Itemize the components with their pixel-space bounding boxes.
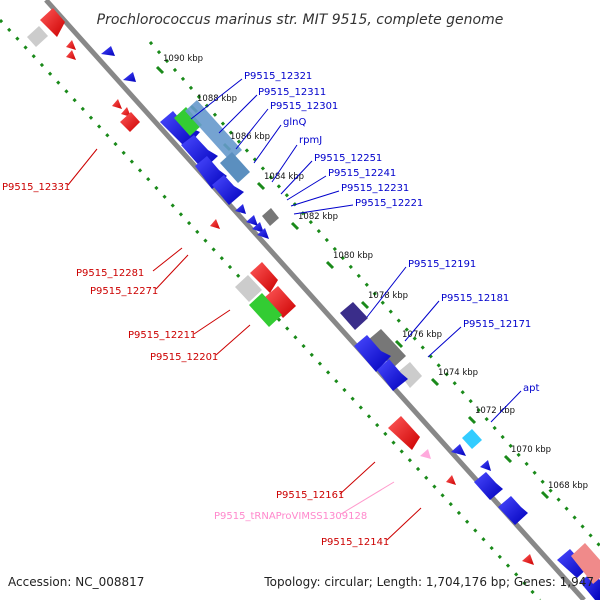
forward-features — [101, 46, 600, 600]
gene-label[interactable]: P9515_12231 — [341, 183, 409, 194]
gene-label[interactable]: P9515_12301 — [270, 101, 338, 112]
gene-arrow[interactable] — [235, 204, 246, 214]
gene-arrow[interactable] — [354, 335, 391, 372]
gene-box[interactable] — [220, 152, 250, 183]
tick-label: 1082 kbp — [298, 212, 338, 222]
tick-mark — [430, 377, 440, 387]
gene-box[interactable] — [27, 26, 48, 47]
gene-arrow[interactable] — [265, 286, 296, 318]
tick-mark — [290, 221, 300, 231]
reverse-features — [27, 8, 534, 565]
gene-box[interactable] — [340, 302, 368, 330]
gene-arrow[interactable] — [498, 496, 528, 525]
gene-arrow[interactable] — [212, 175, 244, 205]
tick-mark — [155, 65, 165, 75]
gene-label[interactable]: P9515_12311 — [258, 87, 326, 98]
backbone-line — [44, 0, 586, 600]
reverse-leaders — [67, 148, 422, 541]
gene-arrow[interactable] — [257, 228, 269, 239]
trna-label[interactable]: P9515_tRNAProVIMSS1309128 — [214, 511, 367, 522]
tick-label: 1078 kbp — [368, 291, 408, 301]
gene-arrow[interactable] — [120, 112, 140, 132]
gene-box[interactable] — [571, 543, 600, 584]
tick-mark — [540, 490, 550, 500]
tick-mark — [394, 339, 404, 349]
topology-text: Topology: circular; Length: 1,704,176 bp… — [263, 575, 594, 589]
gene-label[interactable]: P9515_12211 — [128, 330, 196, 341]
map-title: Prochlorococcus marinus str. MIT 9515, c… — [97, 12, 504, 28]
gene-label[interactable]: P9515_12201 — [150, 352, 218, 363]
tick-label: 1084 kbp — [264, 172, 304, 182]
tick-mark — [256, 181, 266, 191]
gene-label[interactable]: P9515_12241 — [328, 168, 396, 179]
gene-box[interactable] — [185, 100, 242, 161]
gene-label[interactable]: P9515_12141 — [321, 537, 389, 548]
trna-leader — [340, 481, 395, 515]
gene-label[interactable]: P9515_12221 — [355, 198, 423, 209]
gene-arrow[interactable] — [451, 444, 466, 456]
gene-arrow[interactable] — [210, 219, 220, 229]
gene-arrow[interactable] — [250, 262, 278, 293]
tick-label: 1076 kbp — [402, 330, 442, 340]
tick-label: 1072 kbp — [475, 406, 515, 416]
gene-box[interactable] — [368, 329, 406, 368]
gene-box[interactable] — [462, 429, 482, 449]
gene-label[interactable]: P9515_12181 — [441, 293, 509, 304]
gene-arrow[interactable] — [388, 416, 420, 450]
tick-mark — [325, 260, 335, 270]
tick-label: 1090 kbp — [163, 54, 203, 64]
gene-arrow[interactable] — [446, 475, 456, 485]
tick-mark — [503, 454, 513, 464]
gene-arrow[interactable] — [252, 222, 264, 233]
tick-label: 1074 kbp — [438, 368, 478, 378]
gene-box[interactable] — [235, 275, 262, 302]
gene-box[interactable] — [398, 362, 422, 388]
gene-label[interactable]: P9515_12191 — [408, 259, 476, 270]
gene-arrow[interactable] — [101, 46, 115, 56]
gene-arrow[interactable] — [40, 8, 65, 37]
tick-label: 1070 kbp — [511, 445, 551, 455]
gene-box[interactable] — [249, 293, 282, 327]
accession-text: Accession: NC_008817 — [8, 575, 144, 589]
gene-arrow[interactable] — [66, 40, 76, 50]
gene-arrow[interactable] — [66, 50, 76, 60]
tick-mark — [360, 300, 370, 310]
forward-leaders — [190, 78, 522, 423]
gene-label[interactable]: glnQ — [283, 117, 306, 128]
gene-label[interactable]: P9515_12251 — [314, 153, 382, 164]
gene-arrow[interactable] — [246, 215, 258, 226]
tick-label: 1080 kbp — [333, 251, 373, 261]
gene-arrow[interactable] — [474, 472, 503, 500]
gene-box[interactable] — [174, 107, 202, 136]
tick-label: 1068 kbp — [548, 481, 588, 491]
gene-arrow[interactable] — [557, 549, 590, 578]
gene-label[interactable]: rpmJ — [299, 135, 322, 146]
tick-mark — [467, 415, 477, 425]
gene-box[interactable] — [262, 208, 279, 226]
gene-arrow[interactable] — [522, 554, 534, 565]
gene-label[interactable]: P9515_12331 — [2, 182, 70, 193]
gene-label[interactable]: P9515_12171 — [463, 319, 531, 330]
gene-arrow[interactable] — [112, 99, 122, 109]
gene-arrow[interactable] — [123, 72, 136, 82]
gene-label[interactable]: P9515_12161 — [276, 490, 344, 501]
trna-marker[interactable] — [420, 449, 431, 459]
gene-label[interactable]: apt — [523, 383, 539, 394]
forward-track-dotted — [148, 41, 600, 547]
gene-label[interactable]: P9515_12321 — [244, 71, 312, 82]
gene-label[interactable]: P9515_12281 — [76, 268, 144, 279]
gene-arrow[interactable] — [377, 359, 408, 391]
gene-label[interactable]: P9515_12271 — [90, 286, 158, 297]
tick-label: 1086 kbp — [230, 132, 270, 142]
gene-arrow[interactable] — [480, 460, 491, 471]
